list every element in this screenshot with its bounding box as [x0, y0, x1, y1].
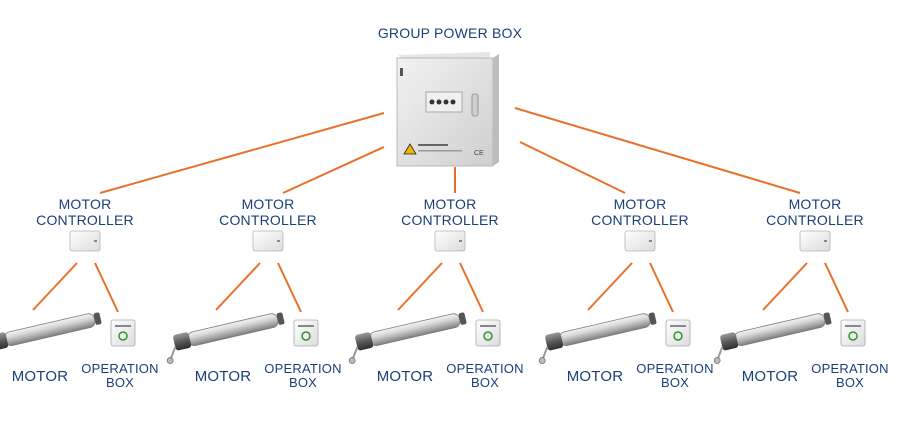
motor-image-2	[166, 312, 285, 364]
power-line-4	[519, 141, 626, 194]
group-power-box-label: GROUP POWER BOX	[377, 25, 523, 41]
motor-controller-image-4	[624, 230, 656, 252]
motor-line-5	[762, 262, 808, 311]
motor-label-4: MOTOR	[566, 368, 624, 385]
motor-line-1	[32, 262, 78, 311]
motor-controller-label-line1-5: MOTOR	[788, 196, 842, 212]
operation-line-5	[824, 262, 849, 313]
motor-line-4	[587, 262, 633, 311]
operation-line-1	[94, 262, 119, 313]
motor-controller-label-line2-2: CONTROLLER	[219, 212, 317, 228]
operation-box-label-line1-3: OPERATION	[446, 361, 524, 376]
power-line-2	[282, 146, 385, 194]
group-power-box-image: CE	[396, 52, 499, 167]
operation-box-label-line1-4: OPERATION	[636, 361, 714, 376]
operation-box-image-3	[475, 319, 501, 347]
svg-text:CE: CE	[474, 150, 484, 157]
operation-box-image-2	[293, 319, 319, 347]
motor-line-3	[397, 262, 443, 311]
operation-box-label-line2-5: BOX	[835, 375, 865, 390]
motor-image-4	[538, 312, 657, 364]
motor-controller-label-line2-5: CONTROLLER	[766, 212, 864, 228]
motor-image-3	[348, 312, 467, 364]
operation-line-3	[459, 262, 484, 313]
motor-image-1	[0, 312, 102, 351]
operation-box-label-line2-1: BOX	[105, 375, 135, 390]
operation-box-label-line2-2: BOX	[288, 375, 318, 390]
motor-label-2: MOTOR	[194, 368, 252, 385]
power-line-1	[99, 112, 385, 194]
operation-box-label-line2-4: BOX	[660, 375, 690, 390]
motor-controller-label-line2-1: CONTROLLER	[36, 212, 134, 228]
motor-controller-label-line1-2: MOTOR	[241, 196, 295, 212]
motor-label-3: MOTOR	[376, 368, 434, 385]
motor-label-5: MOTOR	[741, 368, 799, 385]
operation-box-label-line2-3: BOX	[470, 375, 500, 390]
motor-controller-label-line1-1: MOTOR	[58, 196, 112, 212]
operation-box-label-line1-5: OPERATION	[811, 361, 889, 376]
operation-box-label-line1-2: OPERATION	[264, 361, 342, 376]
motor-controller-label-line1-3: MOTOR	[423, 196, 477, 212]
motor-image-5	[713, 312, 832, 364]
operation-box-label-line1-1: OPERATION	[81, 361, 159, 376]
motor-controller-image-3	[434, 230, 466, 252]
motor-controller-image-2	[252, 230, 284, 252]
motor-line-2	[215, 262, 261, 311]
operation-box-image-1	[110, 319, 136, 347]
power-line-5	[514, 107, 801, 194]
operation-box-image-4	[665, 319, 691, 347]
operation-box-image-5	[840, 319, 866, 347]
motor-controller-label-line2-3: CONTROLLER	[401, 212, 499, 228]
motor-controller-label-line1-4: MOTOR	[613, 196, 667, 212]
operation-line-2	[277, 262, 302, 313]
motor-controller-image-5	[799, 230, 831, 252]
motor-controller-label-line2-4: CONTROLLER	[591, 212, 689, 228]
motor-controller-image-1	[69, 230, 101, 252]
motor-label-1: MOTOR	[11, 368, 69, 385]
operation-line-4	[649, 262, 674, 313]
